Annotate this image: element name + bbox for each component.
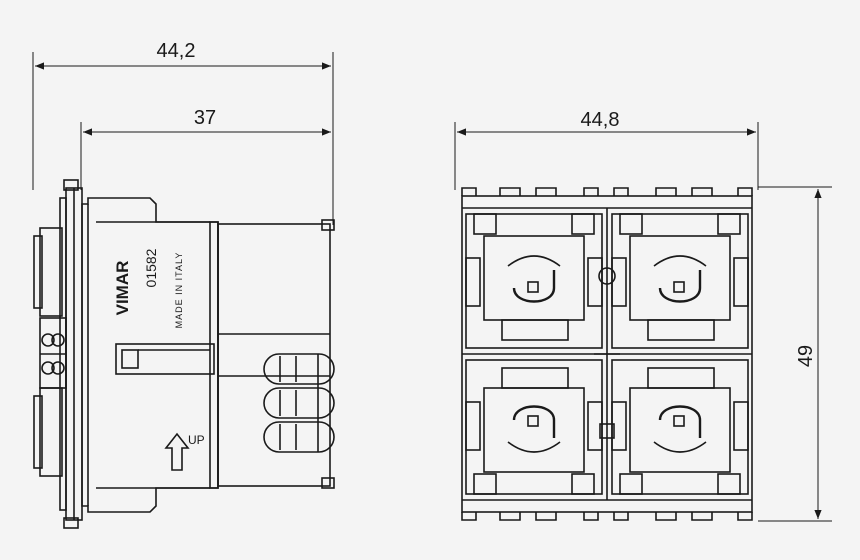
up-label: UP: [188, 433, 205, 447]
dimension-overall-width: 44,2: [32, 40, 334, 225]
dimension-body-width: 37: [80, 107, 331, 190]
mechanism-bottom-right: [611, 359, 749, 495]
mechanism-top-left: [465, 213, 603, 349]
side-terminals: [263, 353, 335, 453]
dimension-label-front-width: 44,8: [581, 109, 620, 131]
product-code-label: 01582: [143, 248, 159, 287]
mechanism-bottom-left: [465, 359, 603, 495]
front-view: 44,8 49: [454, 109, 832, 522]
dimension-label-body-width: 37: [194, 107, 216, 129]
dimension-label-front-height: 49: [795, 345, 817, 367]
origin-label: MADE IN ITALY: [174, 252, 184, 329]
side-view: 44,2 37: [32, 40, 335, 529]
dimension-front-width: 44,8: [454, 109, 759, 190]
mechanism-top-right: [611, 213, 749, 349]
up-arrow-icon: [164, 432, 190, 471]
side-frame: [33, 179, 83, 529]
brand-label: VIMAR: [113, 261, 132, 316]
side-housing: [81, 197, 335, 513]
dimension-front-height: 49: [758, 186, 832, 522]
dimension-label-overall-width: 44,2: [157, 40, 196, 62]
front-frame: [461, 187, 753, 521]
